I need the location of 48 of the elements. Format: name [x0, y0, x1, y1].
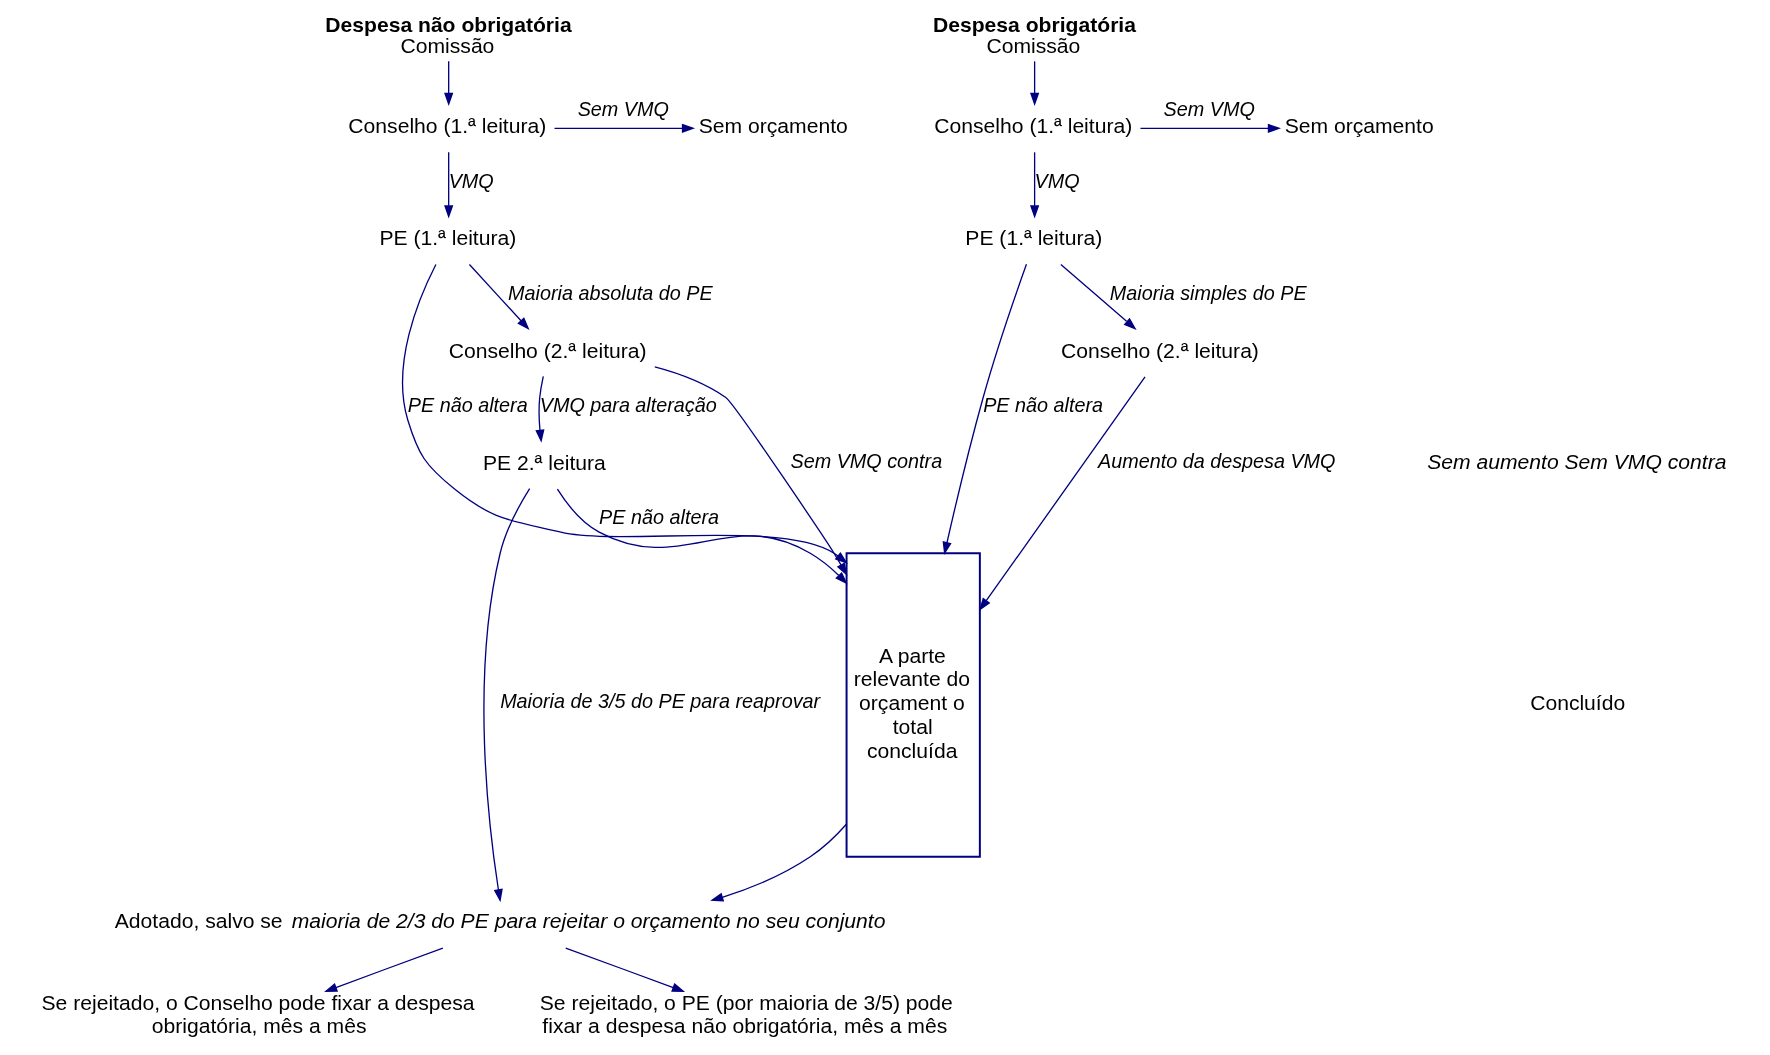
- node-text: PE 2.ª leitura: [482, 450, 606, 474]
- arrow: [553, 123, 695, 133]
- edge-label: Sem VMQ: [1163, 98, 1255, 121]
- arrow: [1029, 60, 1039, 106]
- arrow: [323, 947, 443, 992]
- arrow: [534, 375, 544, 443]
- edge-label: PE não altera: [598, 506, 719, 529]
- node-text: PE (1.ª leitura): [964, 226, 1102, 250]
- edge-label: PE não altera: [407, 394, 528, 417]
- arrow: [1029, 151, 1039, 219]
- edge-label: VMQ para alteração: [539, 394, 717, 417]
- node-text: Adotado, salvo se maioria de 2/3 do PE para rejeitar o orçamento no seu conjunto: [114, 908, 885, 932]
- arrow: [709, 823, 847, 902]
- arrow: [443, 60, 453, 106]
- arrow: [443, 151, 453, 219]
- edge-label: VMQ: [448, 169, 494, 192]
- node-box: A parte relevante do orçament o total concluída: [845, 552, 981, 858]
- node-text: Sem orçamento: [1284, 114, 1434, 138]
- edge-label: Sem VMQ contra: [789, 450, 942, 473]
- arrow: [978, 376, 1146, 611]
- edge-label: Maioria simples do PE: [1109, 281, 1307, 304]
- node-text: Conselho (1.ª leitura): [347, 114, 546, 138]
- arrow: [653, 366, 847, 576]
- arrow: [468, 263, 530, 331]
- node-text: PE (1.ª leitura): [378, 226, 516, 250]
- arrow: [556, 488, 848, 585]
- arrow: [942, 263, 1027, 556]
- arrow: [1059, 263, 1137, 330]
- node-text: Conselho (2.ª leitura): [448, 338, 647, 362]
- node-text: Despesa não obrigatória Comissão: [324, 12, 572, 57]
- node-text: Se rejeitado, o PE (por maioria de 3/5) pode fixar a despesa não obrigatória, mês a mês: [539, 990, 953, 1038]
- arrow: [482, 487, 530, 903]
- node-text: Se rejeitado, o Conselho pode fixar a despesa obrigatória, mês a mês: [41, 990, 475, 1038]
- node-text: Conselho (1.ª leitura): [933, 114, 1132, 138]
- arrow: [564, 947, 685, 992]
- arrow: [401, 263, 848, 564]
- arrow: [1139, 123, 1281, 133]
- node-text: Conselho (2.ª leitura): [1060, 338, 1259, 362]
- edge-label: Aumento da despesa VMQ: [1097, 450, 1335, 473]
- edge-label: Sem VMQ: [577, 98, 669, 121]
- label: Concluído: [1529, 691, 1625, 715]
- node-text: Despesa obrigatória Comissão: [932, 12, 1136, 57]
- edge-label: PE não altera: [982, 394, 1103, 417]
- edge-label: VMQ: [1034, 169, 1080, 192]
- label: Sem aumento Sem VMQ contra: [1426, 449, 1726, 473]
- edge-label: Maioria absoluta do PE: [507, 281, 713, 304]
- node-text: Sem orçamento: [698, 114, 848, 138]
- edge-label: Maioria de 3/5 do PE para reaprovar: [499, 690, 820, 713]
